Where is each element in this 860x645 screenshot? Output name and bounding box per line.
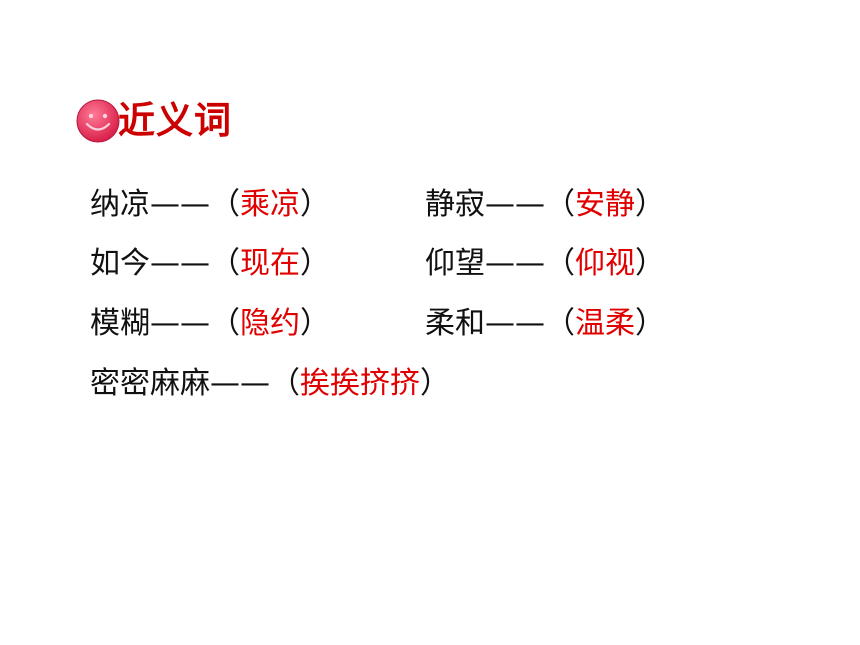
synonym-pair: 柔和——（温柔） — [425, 305, 665, 343]
dash: ——（ — [485, 187, 575, 222]
close-paren: ） — [300, 187, 330, 222]
word: 仰望 — [425, 246, 485, 281]
synonym-pair: 纳凉——（乘凉） — [90, 186, 330, 224]
word: 模糊 — [90, 306, 150, 341]
answer: 仰视 — [575, 246, 635, 281]
dash: ——（ — [150, 187, 240, 222]
synonym-pair: 密密麻麻——（挨挨挤挤） — [90, 365, 450, 403]
word: 纳凉 — [90, 187, 150, 222]
dash: ——（ — [150, 246, 240, 281]
smiley-face-icon — [76, 99, 120, 143]
close-paren: ） — [300, 306, 330, 341]
synonym-pair: 仰望——（仰视） — [425, 245, 665, 283]
synonym-pair: 静寂——（安静） — [425, 186, 665, 224]
answer: 隐约 — [240, 306, 300, 341]
answer: 乘凉 — [240, 187, 300, 222]
close-paren: ） — [635, 246, 665, 281]
dash: ——（ — [150, 306, 240, 341]
answer: 安静 — [575, 187, 635, 222]
answer: 挨挨挤挤 — [300, 366, 420, 401]
word: 如今 — [90, 246, 150, 281]
dash: ——（ — [485, 246, 575, 281]
word: 密密麻麻 — [90, 366, 210, 401]
word: 柔和 — [425, 306, 485, 341]
synonym-pair: 模糊——（隐约） — [90, 305, 330, 343]
dash: ——（ — [210, 366, 300, 401]
answer: 温柔 — [575, 306, 635, 341]
page-title: 近义词 — [118, 99, 232, 142]
answer: 现在 — [240, 246, 300, 281]
close-paren: ） — [635, 306, 665, 341]
word: 静寂 — [425, 187, 485, 222]
close-paren: ） — [635, 187, 665, 222]
close-paren: ） — [420, 366, 450, 401]
synonym-pair: 如今——（现在） — [90, 245, 330, 283]
close-paren: ） — [300, 246, 330, 281]
dash: ——（ — [485, 306, 575, 341]
